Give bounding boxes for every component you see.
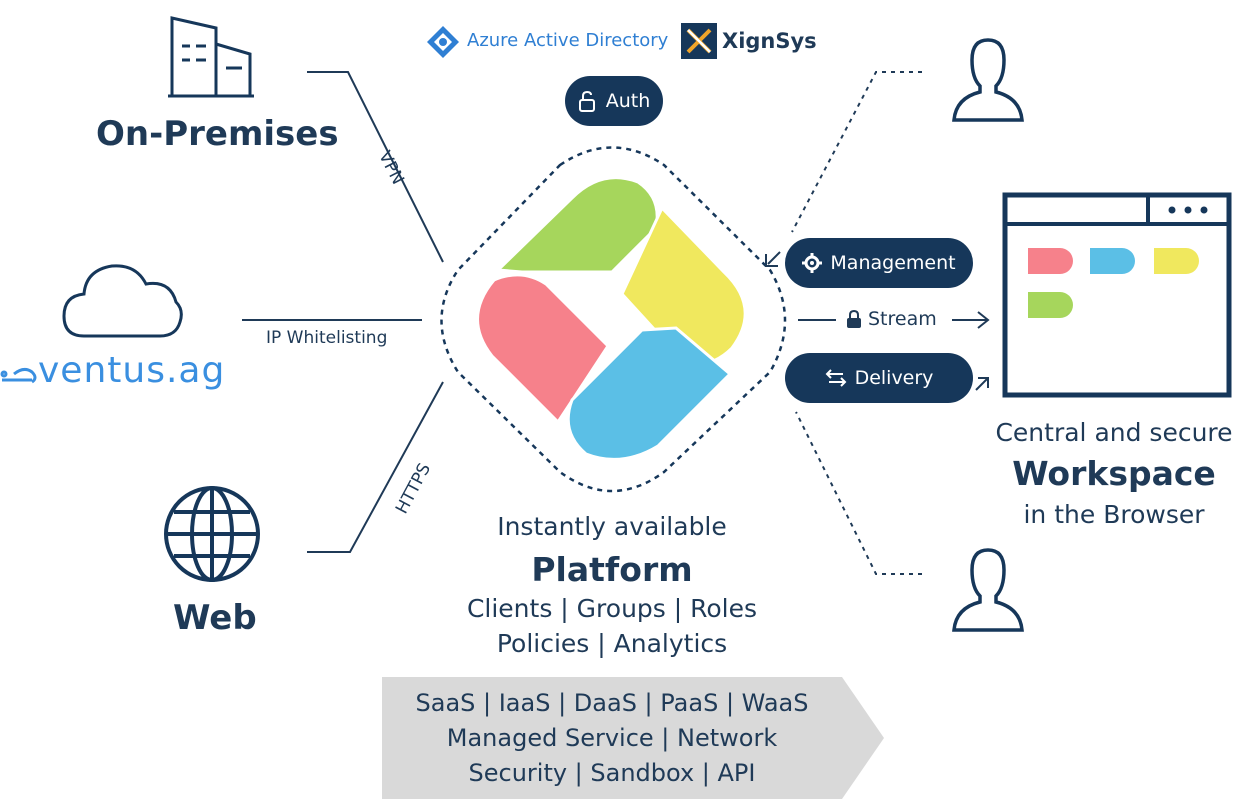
- platform-features-line1: Clients | Groups | Roles: [466, 594, 758, 623]
- auth-label: Auth: [605, 90, 651, 112]
- ip-whitelisting-label: IP Whitelisting: [266, 328, 388, 348]
- user-icon-top: [952, 38, 1024, 122]
- swap-arrows-icon: [825, 369, 846, 387]
- platform-title: Platform: [531, 550, 693, 589]
- services-banner: SaaS | IaaS | DaaS | PaaS | WaaS Managed…: [382, 686, 842, 791]
- dotted-line-bottom-user: [795, 411, 922, 575]
- globe-icon: [164, 486, 260, 582]
- workspace-subtitle-2: in the Browser: [1023, 500, 1205, 529]
- auth-pill: Auth: [565, 76, 663, 126]
- services-banner-shape: [382, 677, 884, 799]
- platform-logo-icon: [476, 176, 747, 461]
- building-icon: [168, 16, 254, 98]
- https-line: [307, 381, 444, 553]
- services-line3: Security | Sandbox | API: [468, 759, 756, 787]
- xignsys-label: XignSys: [722, 29, 817, 53]
- delivery-label: Delivery: [854, 367, 934, 389]
- gear-icon: [802, 253, 823, 273]
- stream-label: Stream: [868, 308, 937, 330]
- app-tile-red: [1028, 248, 1073, 274]
- ventus-logo: ventus.ag: [38, 350, 226, 391]
- dotted-line-top-user: [791, 71, 922, 233]
- on-premises-label: On-Premises: [96, 114, 339, 154]
- app-tile-blue: [1090, 248, 1135, 274]
- cloud-icon: [62, 264, 183, 338]
- user-icon-bottom: [952, 548, 1024, 632]
- platform-subtitle: Instantly available: [497, 512, 727, 541]
- stream-label-group: Stream: [846, 308, 937, 330]
- platform-dashed-border: [440, 146, 787, 493]
- xignsys-logo-icon: [681, 23, 717, 59]
- vpn-line: [307, 71, 444, 263]
- workspace-subtitle: Central and secure: [995, 418, 1233, 447]
- delivery-pill: Delivery: [785, 353, 973, 403]
- web-label: Web: [173, 598, 257, 638]
- management-pill: Management: [785, 238, 973, 288]
- app-tile-green: [1028, 292, 1073, 318]
- browser-window-icon: [1002, 192, 1232, 398]
- app-tile-yellow: [1154, 248, 1199, 274]
- workspace-title: Workspace: [1012, 454, 1216, 493]
- azure-logo-icon: [427, 26, 459, 58]
- lock-icon: [847, 309, 861, 328]
- management-label: Management: [830, 252, 956, 274]
- ventus-swoosh-icon: [0, 367, 37, 384]
- services-line1: SaaS | IaaS | DaaS | PaaS | WaaS: [415, 689, 809, 717]
- platform-features-line2: Policies | Analytics: [496, 629, 728, 658]
- azure-label: Azure Active Directory: [467, 30, 669, 51]
- unlock-icon: [578, 90, 595, 112]
- services-line2: Managed Service | Network: [446, 724, 778, 752]
